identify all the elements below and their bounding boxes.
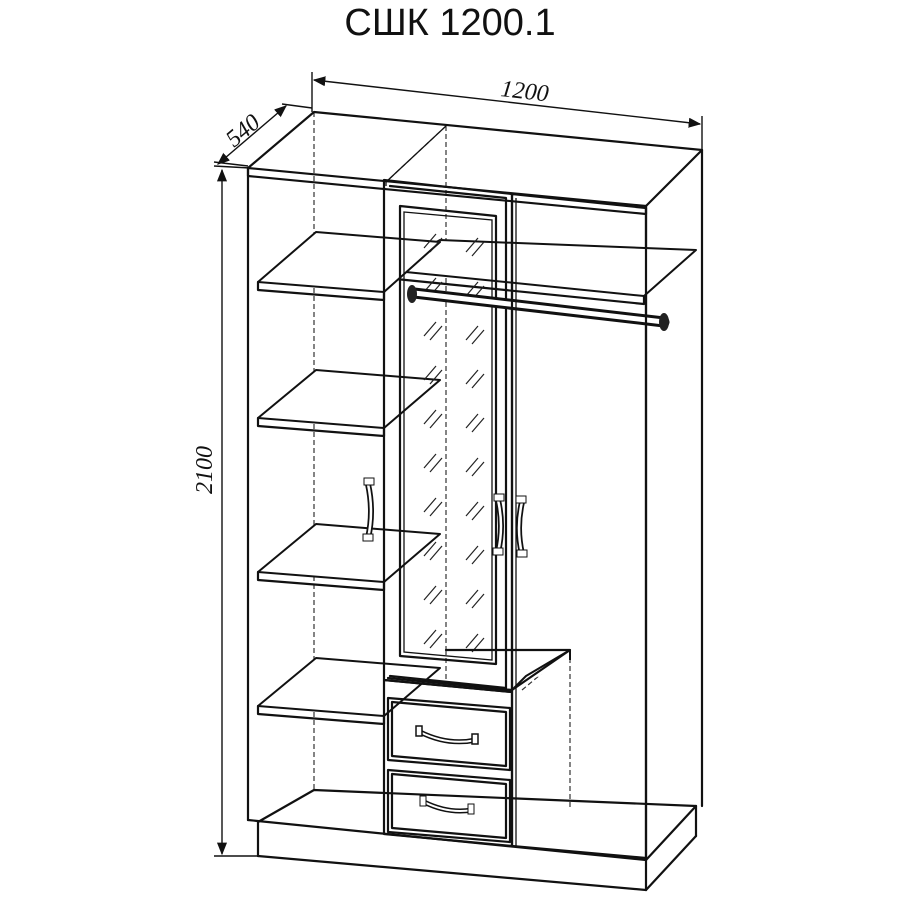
- hanging-rail: [407, 285, 670, 331]
- mirror-hatch: [471, 417, 485, 433]
- drawer-cabinet: [386, 648, 572, 692]
- right-door: [510, 192, 648, 860]
- shelf-4: [256, 657, 441, 726]
- mirror-hatch: [429, 325, 443, 341]
- mirror-hatch: [423, 585, 437, 601]
- mirror-hatch: [465, 281, 479, 297]
- mirror-hatch: [429, 501, 443, 517]
- mirror-hatch: [429, 589, 443, 605]
- dimension-height: 2100: [192, 165, 258, 857]
- drawers: [382, 678, 514, 848]
- mirror-hatch: [429, 237, 443, 253]
- shelf-3: [256, 523, 441, 592]
- mirror-hatch: [465, 369, 479, 385]
- mirror-hatch: [471, 461, 485, 477]
- left-handle-icon: [362, 477, 375, 542]
- height-label: 2100: [192, 446, 218, 494]
- top-panel: [246, 110, 704, 216]
- mirror-hatch: [423, 321, 437, 337]
- mirror-hatch: [471, 505, 485, 521]
- dimension-width: 1200: [311, 72, 703, 150]
- mirror-hatch: [423, 497, 437, 513]
- mirror-hatch: [465, 325, 479, 341]
- drawer-2-handle-icon: [419, 795, 475, 815]
- drawer-1: [386, 696, 512, 772]
- page-title: СШК 1200.1: [344, 2, 556, 44]
- middle-handle-icon: [492, 493, 505, 556]
- mirror-hatch: [465, 545, 479, 561]
- mirror-hatch: [429, 457, 443, 473]
- width-label: 1200: [499, 76, 550, 107]
- mirror-hatch: [471, 241, 485, 257]
- right-handle-icon: [515, 495, 528, 558]
- mirror-hatch: [423, 409, 437, 425]
- mirror-hatch: [423, 233, 437, 249]
- mirror-hatch: [423, 453, 437, 469]
- mirror-hatch: [471, 549, 485, 565]
- mirror-hatch: [423, 365, 437, 381]
- door-handles: [362, 477, 528, 558]
- mirror-hatch: [465, 589, 479, 605]
- mirror-hatch: [429, 545, 443, 561]
- depth-label: 540: [221, 110, 265, 153]
- mirror-hatch: [465, 413, 479, 429]
- mirror-hatch: [429, 369, 443, 385]
- mirror-hatch: [471, 593, 485, 609]
- mirror-hatch: [471, 373, 485, 389]
- drawer-1-handle-icon: [415, 725, 479, 745]
- drawer-2: [386, 768, 512, 844]
- mirror-hatch: [465, 457, 479, 473]
- mirror-hatch: [429, 413, 443, 429]
- mirror-hatch: [465, 237, 479, 253]
- mirror-hatch: [465, 501, 479, 517]
- mirror-hatch: [465, 633, 479, 649]
- left-shelves: [256, 231, 441, 726]
- mirror-hatch: [471, 329, 485, 345]
- mirror-hatch: [429, 633, 443, 649]
- shelf-2: [256, 369, 441, 438]
- mirror-hatch: [423, 629, 437, 645]
- mirror-hatch: [423, 541, 437, 557]
